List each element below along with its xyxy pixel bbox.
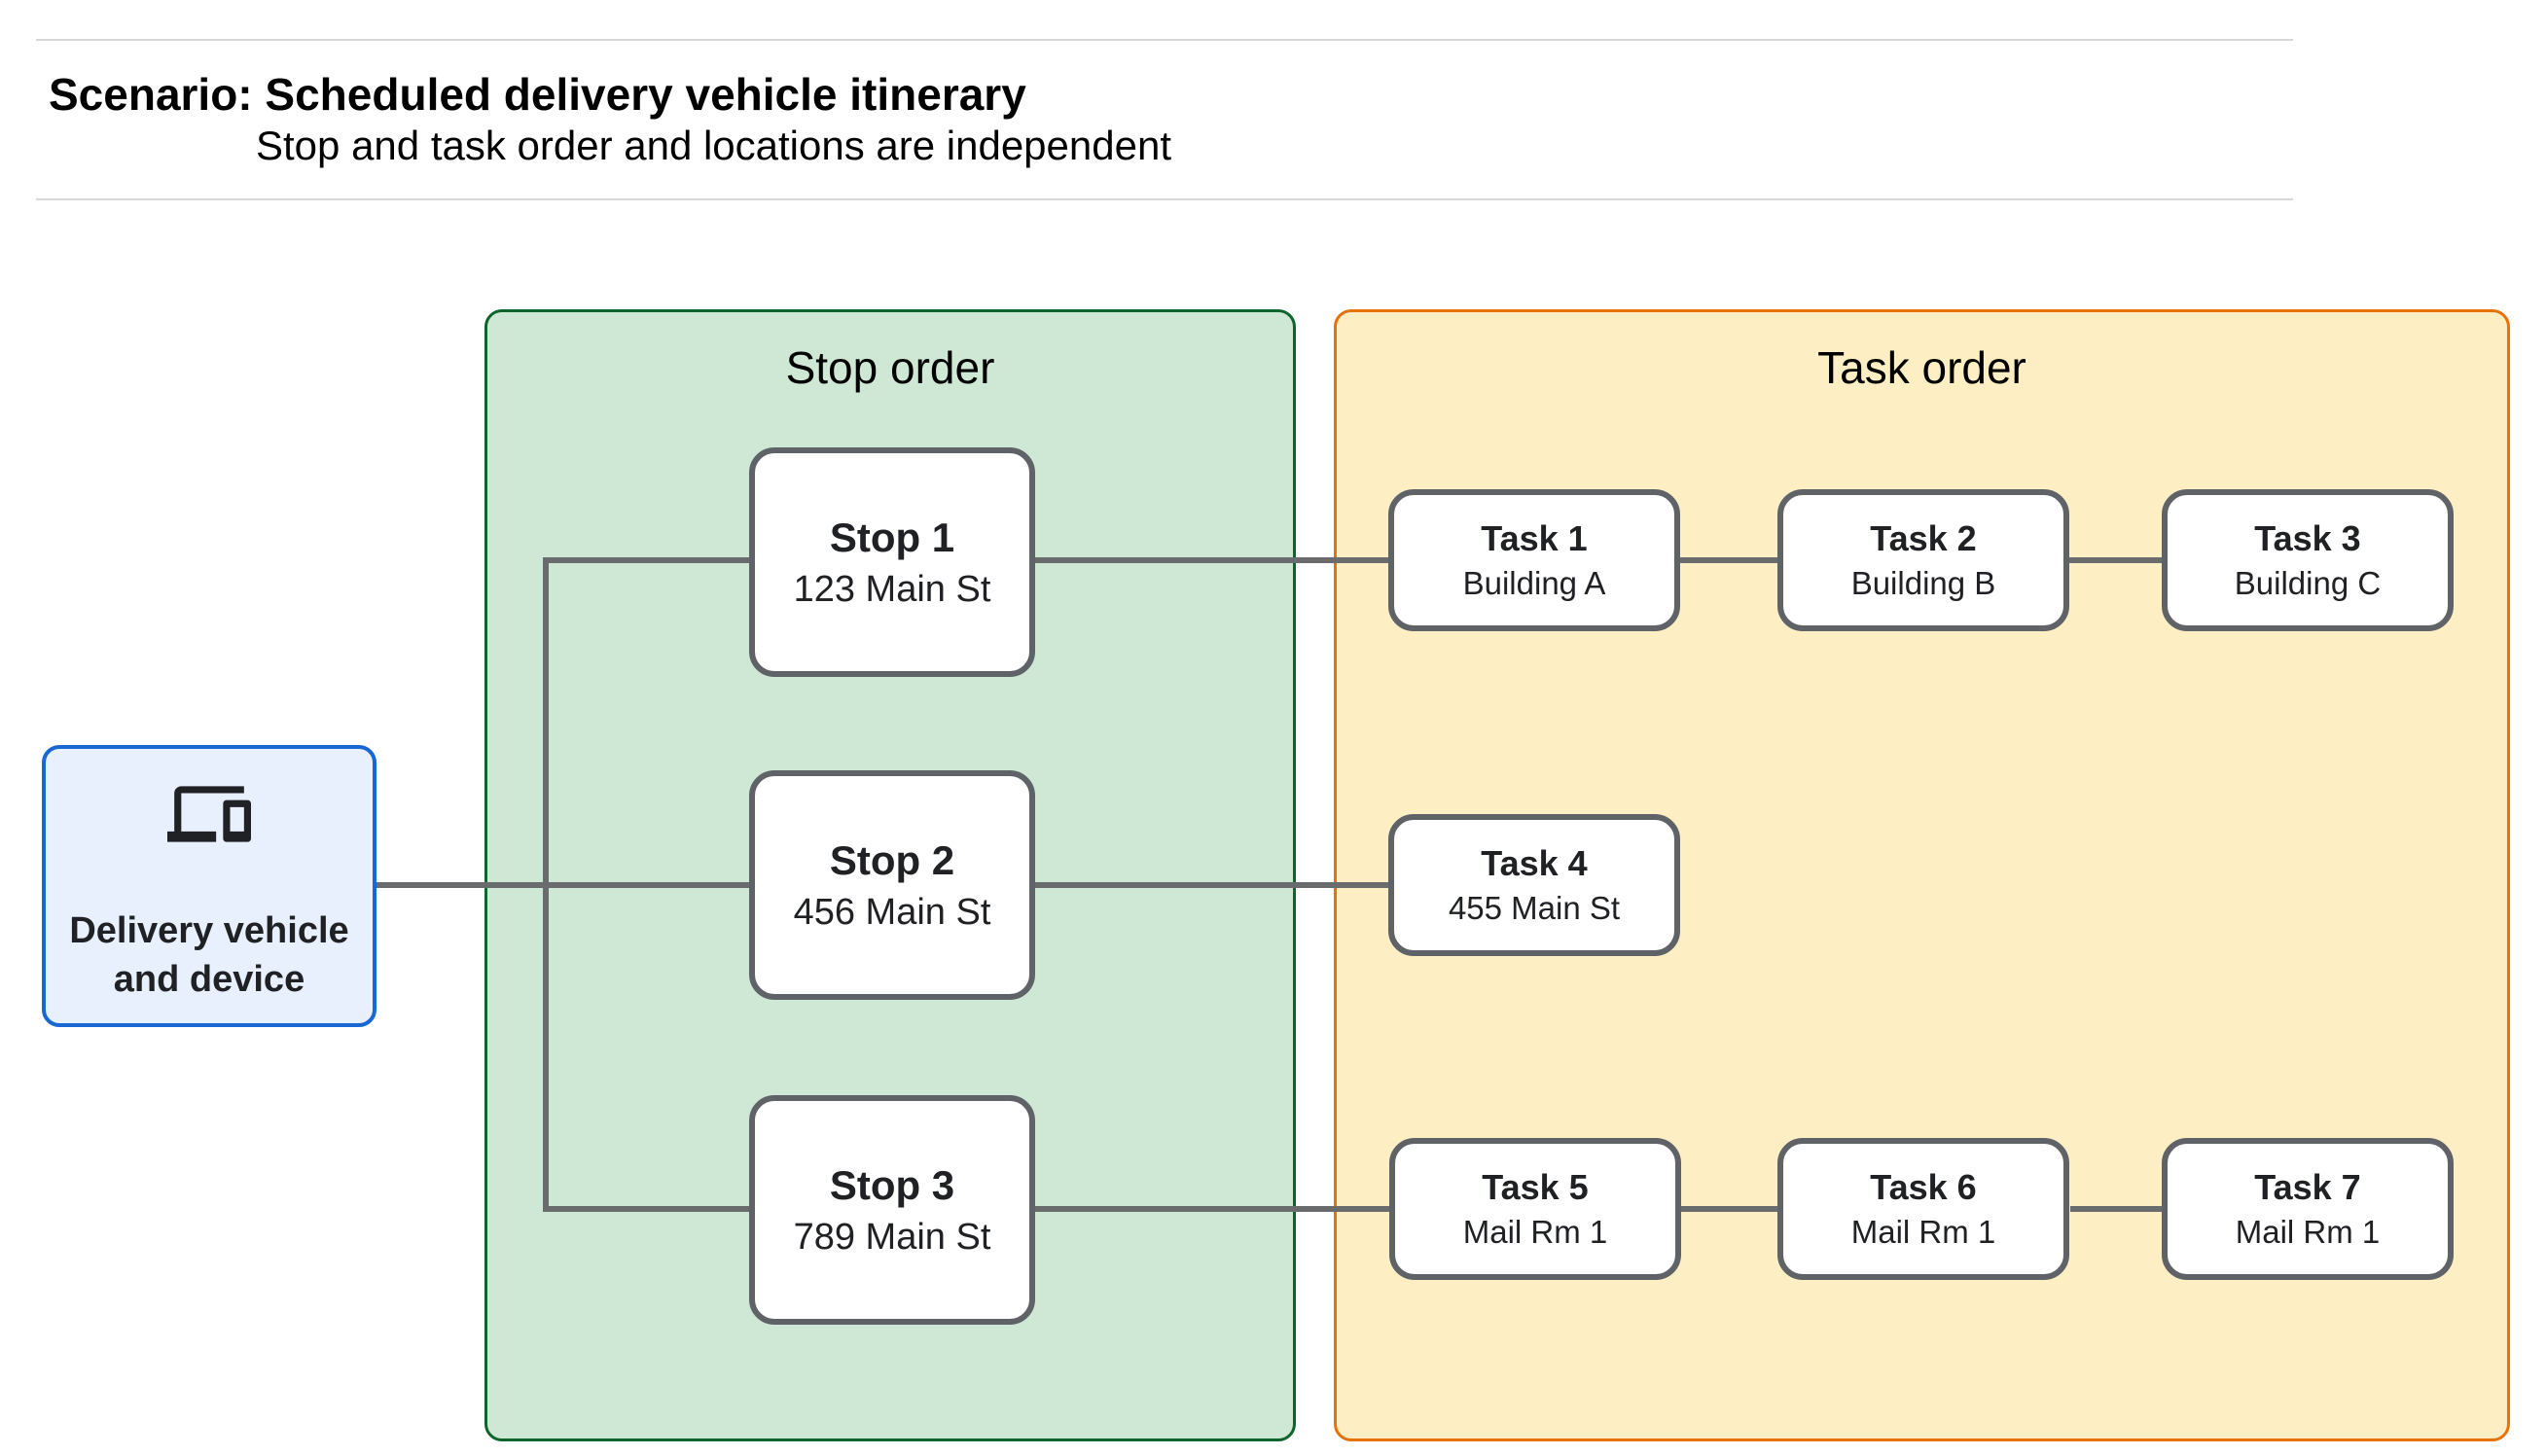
task-5-title: Task 5: [1482, 1167, 1589, 1207]
task-order-label: Task order: [1817, 342, 2026, 393]
title-divider: [36, 198, 2293, 200]
connector-task6-task7: [2070, 1206, 2162, 1212]
task-6-location: Mail Rm 1: [1850, 1214, 1996, 1250]
task-1-location: Building A: [1462, 565, 1606, 601]
page-subtitle: Stop and task order and locations are in…: [256, 123, 1172, 168]
task-4-title: Task 4: [1481, 843, 1588, 883]
stop-order-label: Stop order: [785, 342, 995, 393]
devices-icon: [167, 786, 251, 842]
task-4-location: 455 Main St: [1448, 890, 1621, 926]
task-node-6: Task 6 Mail Rm 1: [1777, 1138, 2069, 1280]
task-2-location: Building B: [1850, 565, 1996, 601]
connector-stop1-task1: [1035, 557, 1388, 563]
stop-1-address: 123 Main St: [793, 569, 991, 610]
title-text: Scheduled delivery vehicle itinerary: [265, 69, 1026, 120]
connector-branch-stop3: [543, 1206, 749, 1212]
stop-3-address: 789 Main St: [793, 1217, 991, 1258]
task-node-1: Task 1 Building A: [1388, 489, 1680, 631]
connector-stop3-task5: [1035, 1206, 1389, 1212]
title-prefix: Scenario:: [49, 69, 266, 120]
stop-3-title: Stop 3: [829, 1162, 955, 1208]
connector-task5-task6: [1681, 1206, 1777, 1212]
top-divider: [36, 39, 2293, 41]
task-node-7: Task 7 Mail Rm 1: [2162, 1138, 2454, 1280]
connector-stop2-task4: [1035, 882, 1388, 888]
stop-2-address: 456 Main St: [793, 892, 991, 933]
task-3-title: Task 3: [2254, 518, 2361, 558]
connector-task1-task2: [1680, 557, 1777, 563]
connector-branch-stop1: [543, 557, 749, 563]
stop-1-title: Stop 1: [829, 515, 955, 560]
task-7-location: Mail Rm 1: [2235, 1214, 2381, 1250]
delivery-vehicle-label: Delivery vehicle and device: [69, 910, 349, 1000]
connector-task2-task3: [2069, 557, 2162, 563]
stop-node-1: Stop 1 123 Main St: [749, 447, 1035, 677]
connector-vehicle-stop2: [377, 882, 751, 888]
task-node-4: Task 4 455 Main St: [1388, 814, 1680, 956]
task-3-location: Building C: [2234, 565, 2382, 601]
stop-node-2: Stop 2 456 Main St: [749, 770, 1035, 1000]
task-1-title: Task 1: [1481, 518, 1588, 558]
task-5-location: Mail Rm 1: [1462, 1214, 1608, 1250]
stop-node-3: Stop 3 789 Main St: [749, 1095, 1035, 1325]
connector-branch-vertical: [543, 557, 549, 1212]
task-2-title: Task 2: [1870, 518, 1977, 558]
task-node-5: Task 5 Mail Rm 1: [1389, 1138, 1681, 1280]
stop-2-title: Stop 2: [829, 837, 955, 883]
task-6-title: Task 6: [1870, 1167, 1977, 1207]
page-title: Scenario: Scheduled delivery vehicle iti…: [49, 68, 1026, 121]
task-node-2: Task 2 Building B: [1777, 489, 2069, 631]
task-node-3: Task 3 Building C: [2162, 489, 2454, 631]
delivery-vehicle-node: Delivery vehicle and device: [42, 745, 377, 1027]
task-7-title: Task 7: [2254, 1167, 2361, 1207]
